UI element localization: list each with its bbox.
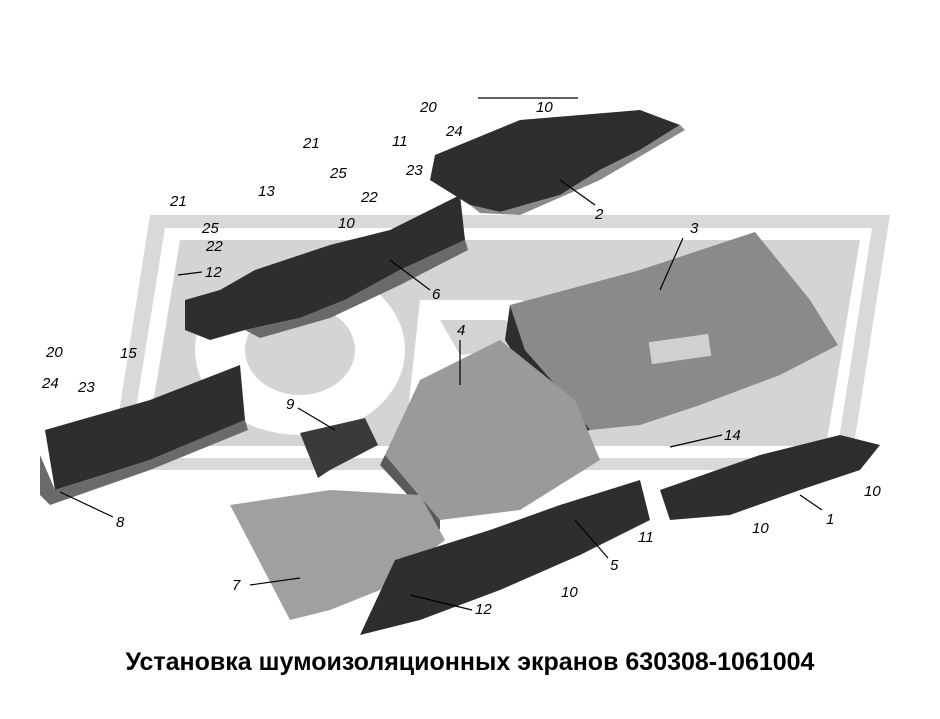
callout-25-top: 25 — [329, 165, 347, 182]
shield-part-8 — [40, 365, 248, 505]
callout-11-bottom: 11 — [638, 529, 654, 546]
callout-10-top: 10 — [536, 99, 553, 116]
shield-part-7 — [230, 490, 445, 620]
callout-24-left: 24 — [41, 375, 59, 392]
callout-10-right: 10 — [864, 483, 881, 500]
diagram-title: Установка шумоизоляционных экранов 63030… — [125, 648, 815, 676]
callout-15: 15 — [120, 345, 137, 362]
callout-21-left: 21 — [169, 193, 187, 210]
callout-21-top: 21 — [302, 135, 320, 152]
callout-12-left: 12 — [205, 264, 222, 281]
shield-part-9 — [300, 418, 378, 478]
callout-5: 5 — [610, 557, 619, 574]
callout-labels: 1 2 3 4 5 6 7 8 9 10 10 10 10 10 11 11 1… — [41, 99, 881, 618]
shield-part-5 — [360, 480, 650, 635]
callout-4: 4 — [457, 322, 465, 339]
shield-part-2 — [430, 110, 685, 215]
callout-20-top: 20 — [419, 99, 437, 116]
callout-24-top: 24 — [445, 123, 463, 140]
callout-13: 13 — [258, 183, 275, 200]
callout-12-bottom: 12 — [475, 601, 492, 618]
callout-2: 2 — [594, 206, 604, 223]
callout-1: 1 — [826, 511, 834, 528]
callout-11-top: 11 — [392, 133, 408, 150]
callout-7: 7 — [232, 577, 241, 594]
callout-23-left: 23 — [77, 379, 95, 396]
callout-6: 6 — [432, 286, 441, 303]
callout-10-bottom: 10 — [561, 584, 578, 601]
leader-lines — [59, 97, 823, 611]
callout-9: 9 — [286, 396, 295, 413]
callout-8: 8 — [116, 514, 125, 531]
callout-22-left: 22 — [205, 238, 223, 255]
shield-part-1 — [660, 435, 880, 520]
callout-22-top: 22 — [360, 189, 378, 206]
callout-14: 14 — [724, 427, 741, 444]
callout-20-left: 20 — [45, 344, 63, 361]
callout-10-mid: 10 — [752, 520, 769, 537]
callout-3: 3 — [690, 220, 699, 237]
callout-25-left: 25 — [201, 220, 219, 237]
callout-23-top: 23 — [405, 162, 423, 179]
shield-part-6 — [185, 195, 468, 340]
callout-10-upper: 10 — [338, 215, 355, 232]
